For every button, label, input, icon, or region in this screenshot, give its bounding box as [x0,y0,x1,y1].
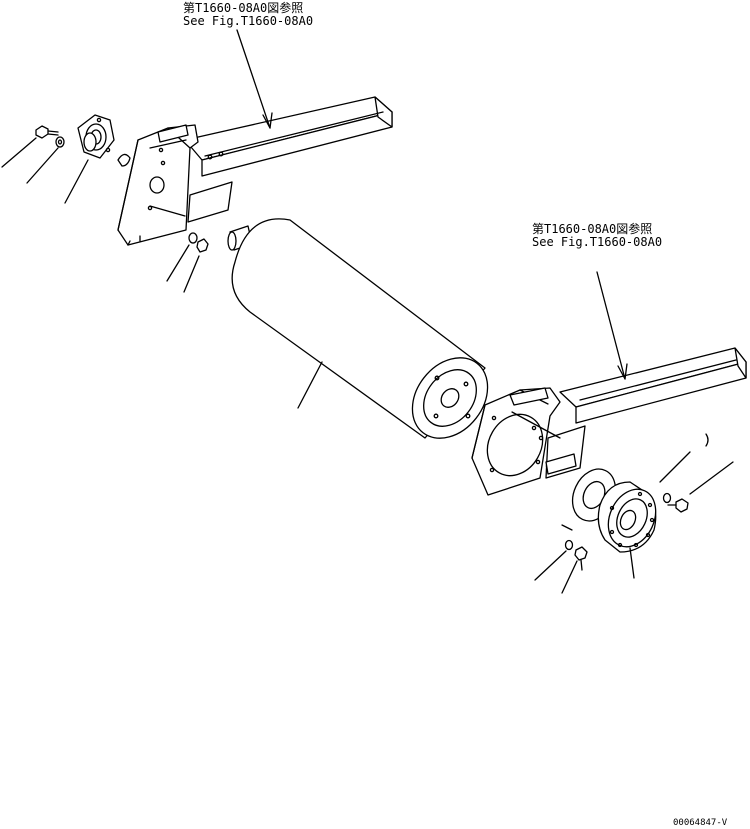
right-motor [597,481,657,553]
reference-top-en: See Fig.T1660-08A0 [183,14,313,28]
drawing-code: 00064847-V [673,818,728,828]
right-frame-rail [545,347,747,479]
right-lower-washer [564,539,574,551]
left-lower-nut [196,238,209,253]
reference-label-top: 第T1660-08A0図参照 See Fig.T1660-08A0 [183,0,313,28]
leader-lines [1,29,734,594]
left-frame-rail [184,96,393,223]
reference-right-jp: 第T1660-08A0図参照 [532,221,652,236]
right-lower-bolt [574,546,588,571]
left-flange-bearing [77,114,115,159]
right-bracket [471,387,577,496]
right-upper-washer [662,492,672,504]
left-washer [55,136,65,148]
left-bolt [35,125,59,139]
left-bracket [117,124,199,246]
reference-top-jp: 第T1660-08A0図参照 [183,0,303,15]
left-lower-washer [188,232,198,244]
right-upper-bolt [667,498,689,513]
reference-right-en: See Fig.T1660-08A0 [532,235,662,249]
reference-label-right: 第T1660-08A0図参照 See Fig.T1660-08A0 [532,221,662,249]
roller [227,218,489,439]
